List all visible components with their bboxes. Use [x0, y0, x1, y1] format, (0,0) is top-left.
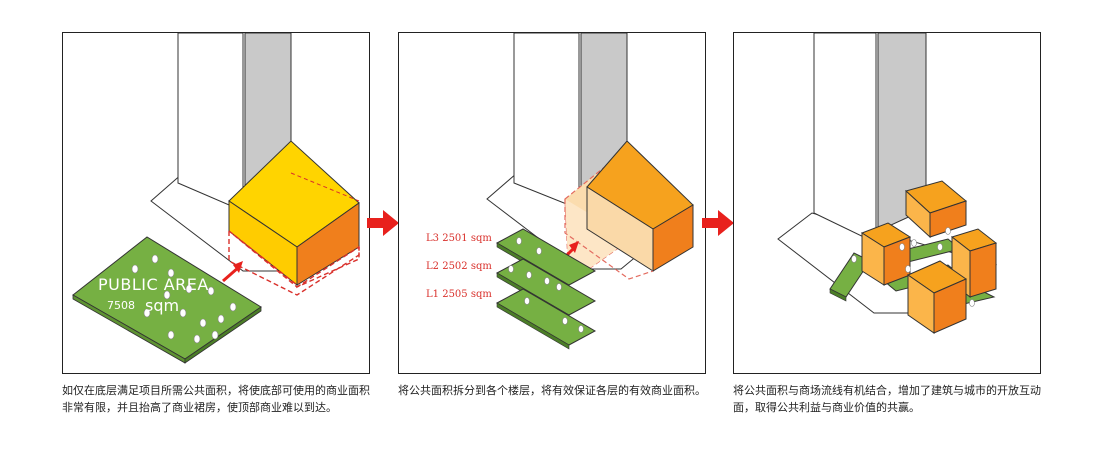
public-area-edge-side	[184, 306, 262, 364]
panel-3-drawing	[777, 33, 998, 334]
red-arrow-head	[569, 241, 579, 253]
tree-icons	[131, 254, 237, 344]
ghost-volume-fill	[565, 199, 631, 283]
orange-blocks	[860, 180, 998, 334]
podium-side	[652, 204, 694, 272]
level-label-l3: L3 2501 sqm	[426, 233, 492, 244]
public-area-unit: sqm	[145, 296, 180, 315]
lifted-volume-outline	[228, 231, 360, 296]
tree-icons	[851, 227, 975, 307]
tree-icons	[508, 237, 584, 333]
level-label-l2: L2 2502 sqm	[426, 261, 492, 272]
public-area-label: PUBLIC AREA	[98, 275, 209, 294]
tower-slab	[513, 33, 580, 210]
panel-1-drawing	[72, 33, 360, 364]
green-slabs	[495, 228, 597, 350]
public-area-value: 7508	[107, 299, 135, 312]
diagram-panel-2: L3 2501 sqm L2 2502 sqm L1 2505 sqm	[398, 32, 706, 374]
tower-slab	[177, 33, 244, 212]
caption-panel-3: 将公共面积与商场流线有机结合，增加了建筑与城市的开放互动面，取得公共利益与商业价…	[733, 384, 1041, 414]
level-label-l1: L1 2505 sqm	[426, 289, 492, 300]
podium-inner-dash	[290, 172, 360, 202]
arrow-right-icon	[702, 210, 734, 236]
ghost-outline-dash	[564, 199, 654, 280]
red-arrow-head	[233, 261, 243, 273]
caption-panel-2: 将公共面积拆分到各个楼层，将有效保证各层的有效商业面积。	[398, 384, 706, 397]
diagram-panel-3	[733, 32, 1041, 374]
panel-2-drawing	[486, 33, 694, 350]
caption-panel-1: 如仅在底层满足项目所需公共面积，将使底部可使用的商业面积非常有限，并且抬高了商业…	[62, 384, 370, 414]
arrow-right-icon	[367, 210, 399, 236]
tower-slab	[813, 33, 877, 244]
diagram-panel-1: PUBLIC AREA 7508 sqm	[62, 32, 370, 374]
